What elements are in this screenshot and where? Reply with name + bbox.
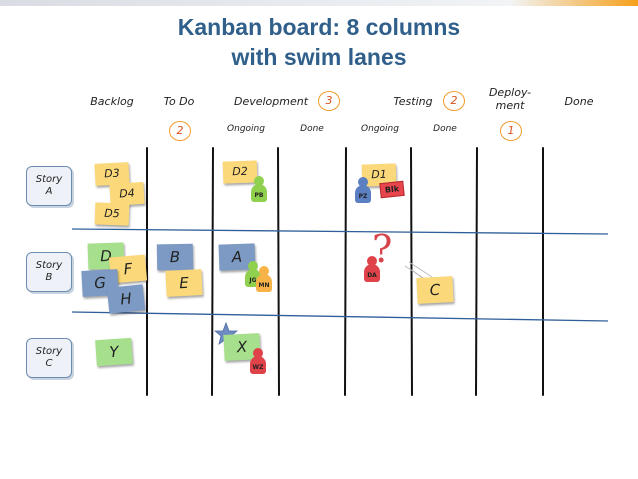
person-wz: WZ xyxy=(250,348,266,374)
subcolumn-test-done: Done xyxy=(433,124,457,134)
col-divider xyxy=(410,147,413,396)
person-head xyxy=(253,348,263,358)
person-head xyxy=(254,176,264,186)
person-pb-tag: PB xyxy=(251,184,267,202)
column-backlog: Backlog xyxy=(90,95,134,108)
swimlane-story-b: Story B xyxy=(26,252,72,292)
subcolumn-test-ongoing: Ongoing xyxy=(361,124,399,134)
title-line-1: Kanban board: 8 columns xyxy=(177,14,461,40)
col-divider xyxy=(475,147,478,396)
column-done: Done xyxy=(564,95,594,108)
top-accent-bar xyxy=(0,0,638,6)
wip-limit-development: 3 xyxy=(318,91,340,111)
column-deployment: Deploy- ment xyxy=(488,86,532,112)
subcolumn-dev-ongoing: Ongoing xyxy=(227,124,265,134)
swimlane-story-c: Story C xyxy=(26,338,72,378)
swimlane-story-a: Story A xyxy=(26,166,72,206)
wip-limit-todo: 2 xyxy=(169,121,191,141)
subcolumn-dev-done: Done xyxy=(300,124,324,134)
person-mn: MN xyxy=(256,266,272,292)
swimlane-story-c-label: Story C xyxy=(35,346,63,369)
card-h[interactable]: H xyxy=(106,284,146,314)
wip-limit-deployment: 1 xyxy=(500,121,522,141)
page-title: Kanban board: 8 columns with swim lanes xyxy=(0,12,638,72)
swimlane-story-b-label: Story B xyxy=(35,260,63,283)
col-divider xyxy=(344,147,347,396)
card-d5[interactable]: D5 xyxy=(94,202,130,226)
swimlane-story-a-label: Story A xyxy=(35,174,63,197)
person-da: DA xyxy=(364,256,380,282)
col-divider xyxy=(277,147,280,396)
person-head xyxy=(358,177,368,187)
person-pz: PZ xyxy=(355,177,371,203)
person-head xyxy=(367,256,377,266)
person-da-tag: DA xyxy=(364,264,380,282)
person-pz-tag: PZ xyxy=(355,185,371,203)
card-y[interactable]: Y xyxy=(95,337,133,367)
card-c[interactable]: C xyxy=(416,276,454,304)
motion-line xyxy=(408,261,433,278)
person-wz-tag: WZ xyxy=(250,356,266,374)
col-divider xyxy=(211,147,214,396)
column-todo: To Do xyxy=(163,95,195,108)
person-head xyxy=(259,266,269,276)
question-mark: ? xyxy=(372,227,393,271)
title-line-2: with swim lanes xyxy=(231,44,407,70)
blocker-tag: Blk xyxy=(379,180,405,199)
card-b[interactable]: B xyxy=(156,243,194,271)
person-head xyxy=(248,261,258,271)
person-pb: PB xyxy=(251,176,267,202)
card-e[interactable]: E xyxy=(165,269,203,297)
lane-divider xyxy=(71,228,609,235)
lane-divider xyxy=(71,311,609,322)
person-mn-tag: MN xyxy=(256,274,272,292)
column-development: Development xyxy=(233,95,309,108)
wip-limit-testing: 2 xyxy=(443,91,465,111)
column-testing: Testing xyxy=(393,95,433,108)
